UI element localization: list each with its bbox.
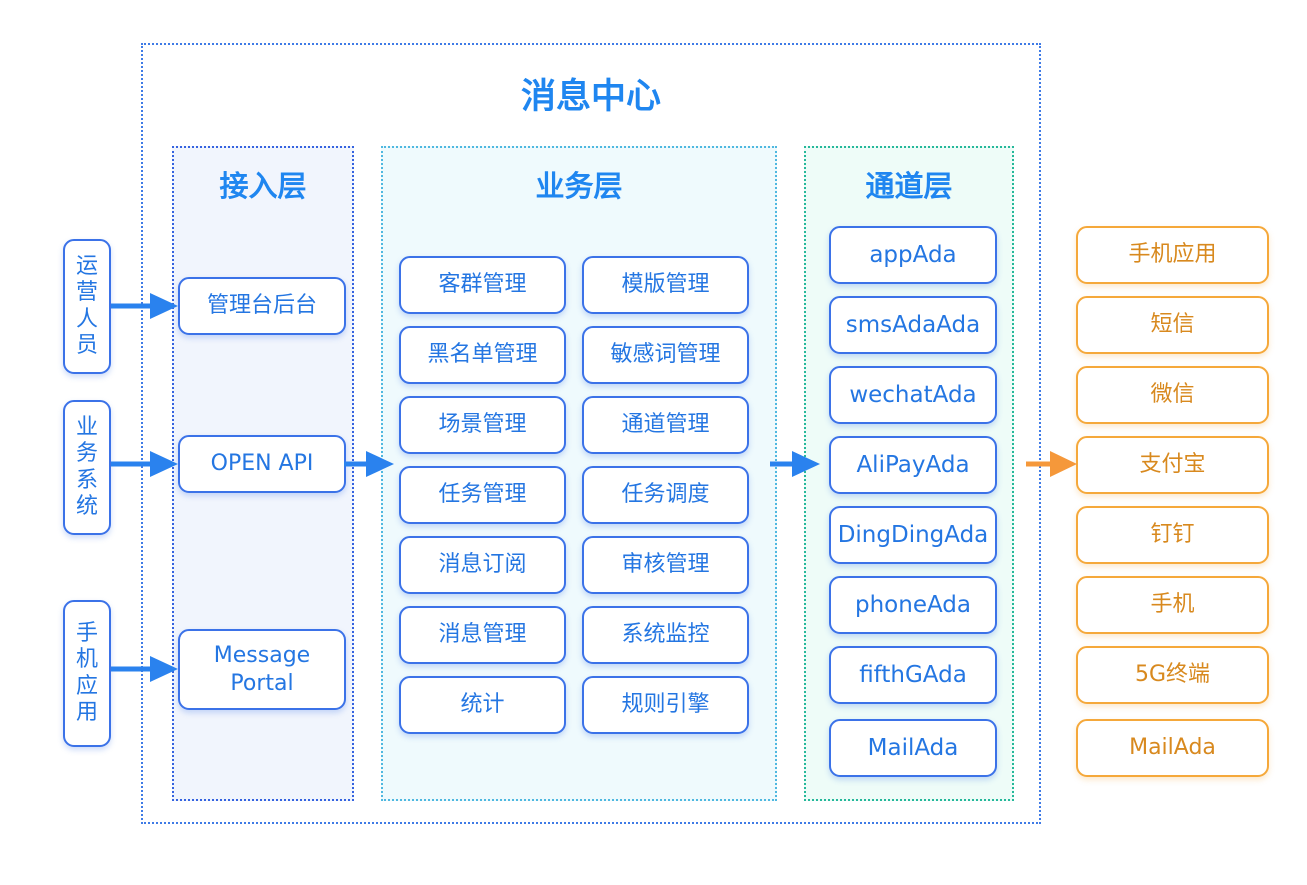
arrow-channel-to-endpoints: [1026, 451, 1077, 477]
arrow-business-to-channel: [770, 451, 820, 477]
endpoint-item: 短信: [1076, 296, 1269, 354]
arrow-access-to-business: [344, 451, 394, 477]
source-operators: 运 营 人 员: [63, 239, 111, 374]
access-layer-title: 接入层: [219, 169, 307, 203]
business-item: 规则引擎: [582, 676, 749, 734]
business-item: 消息管理: [399, 606, 566, 664]
channel-item: appAda: [829, 226, 997, 284]
business-item: 场景管理: [399, 396, 566, 454]
business-item: 客群管理: [399, 256, 566, 314]
source-char: 机: [75, 647, 98, 673]
business-item: 通道管理: [582, 396, 749, 454]
business-item: 审核管理: [582, 536, 749, 594]
source-char: 营: [75, 280, 98, 306]
endpoint-item: MailAda: [1076, 719, 1269, 777]
channel-item: MailAda: [829, 719, 997, 777]
source-char: 手: [75, 620, 98, 646]
business-item: 黑名单管理: [399, 326, 566, 384]
arrow-operators-to-admin: [111, 293, 178, 319]
access-item-admin: 管理台后台: [178, 277, 346, 335]
source-char: 务: [75, 441, 98, 467]
channel-item: wechatAda: [829, 366, 997, 424]
source-char: 员: [75, 332, 98, 358]
channel-item: fifthGAda: [829, 646, 997, 704]
source-char: 人: [75, 306, 98, 332]
source-mobile-app: 手 机 应 用: [63, 600, 111, 747]
business-item: 任务调度: [582, 466, 749, 524]
business-item: 任务管理: [399, 466, 566, 524]
channel-item: phoneAda: [829, 576, 997, 634]
source-char: 应: [75, 673, 98, 699]
business-item: 敏感词管理: [582, 326, 749, 384]
diagram-title: 消息中心: [520, 77, 661, 117]
endpoint-item: 微信: [1076, 366, 1269, 424]
source-char: 统: [75, 493, 98, 519]
message-center-frame: [141, 43, 1041, 824]
business-item: 统计: [399, 676, 566, 734]
channel-item: smsAdaAda: [829, 296, 997, 354]
source-char: 用: [75, 699, 98, 725]
source-char: 业: [75, 414, 98, 440]
arrow-business-to-openapi: [111, 451, 178, 477]
arrow-mobile-to-portal: [111, 656, 178, 682]
channel-layer-title: 通道层: [865, 169, 953, 203]
business-layer-title: 业务层: [535, 169, 623, 203]
endpoint-item: 钉钉: [1076, 506, 1269, 564]
endpoint-item: 支付宝: [1076, 436, 1269, 494]
source-char: 系: [75, 467, 98, 493]
business-item: 系统监控: [582, 606, 749, 664]
channel-item: DingDingAda: [829, 506, 997, 564]
business-item: 消息订阅: [399, 536, 566, 594]
source-char: 运: [75, 253, 98, 279]
access-item-message-portal: Message Portal: [178, 629, 346, 710]
channel-item: AliPayAda: [829, 436, 997, 494]
endpoint-item: 手机应用: [1076, 226, 1269, 284]
source-business-system: 业 务 系 统: [63, 400, 111, 535]
endpoint-item: 手机: [1076, 576, 1269, 634]
endpoint-item: 5G终端: [1076, 646, 1269, 704]
business-item: 模版管理: [582, 256, 749, 314]
